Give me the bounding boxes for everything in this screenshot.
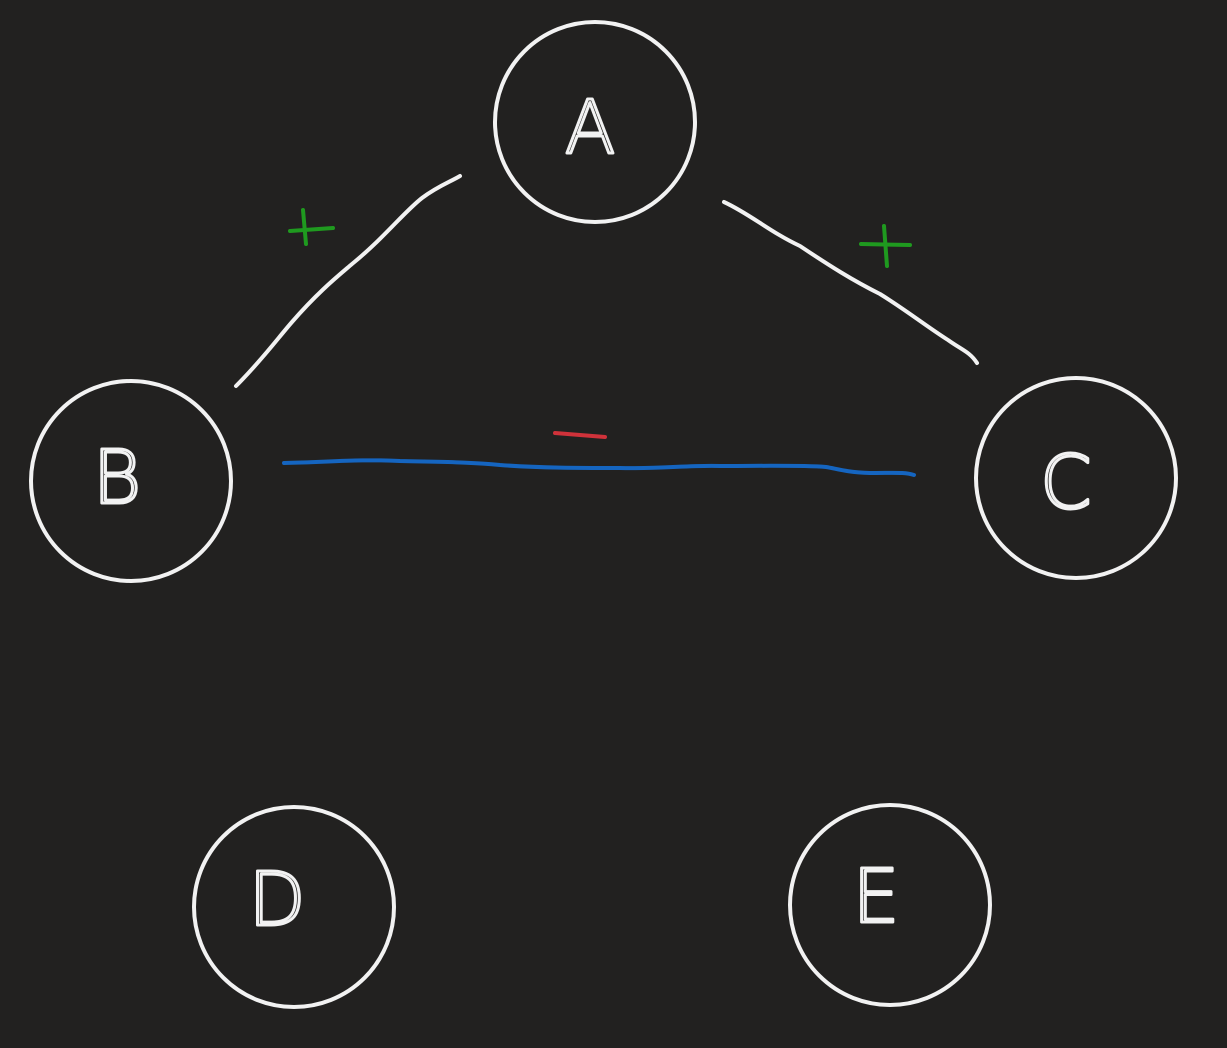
edge-b-c-line (282, 458, 916, 477)
node-a-label: A (565, 85, 616, 171)
edge-a-c (722, 200, 979, 365)
node-b: B (29, 379, 233, 583)
node-a: A (493, 20, 697, 224)
node-c-circle (974, 376, 1178, 580)
node-c: C (974, 376, 1178, 580)
edge-b-c-minus-sign (553, 431, 607, 439)
node-e: E (788, 803, 992, 1007)
node-b-label: B (93, 435, 141, 521)
edge-a-c-line (722, 200, 979, 365)
edge-b-c (282, 431, 916, 477)
edge-a-b-line (234, 174, 462, 388)
node-b-circle (29, 379, 233, 583)
edge-a-b (234, 174, 462, 388)
node-e-label: E (853, 854, 900, 940)
node-d-circle (192, 805, 396, 1009)
node-e-circle (788, 803, 992, 1007)
edge-a-c-plus-sign (859, 224, 912, 268)
node-d-label: D (249, 857, 306, 943)
edge-a-b-plus-sign (288, 208, 335, 246)
node-c-label: C (1040, 440, 1092, 526)
node-d: D (192, 805, 396, 1009)
node-a-circle (493, 20, 697, 224)
